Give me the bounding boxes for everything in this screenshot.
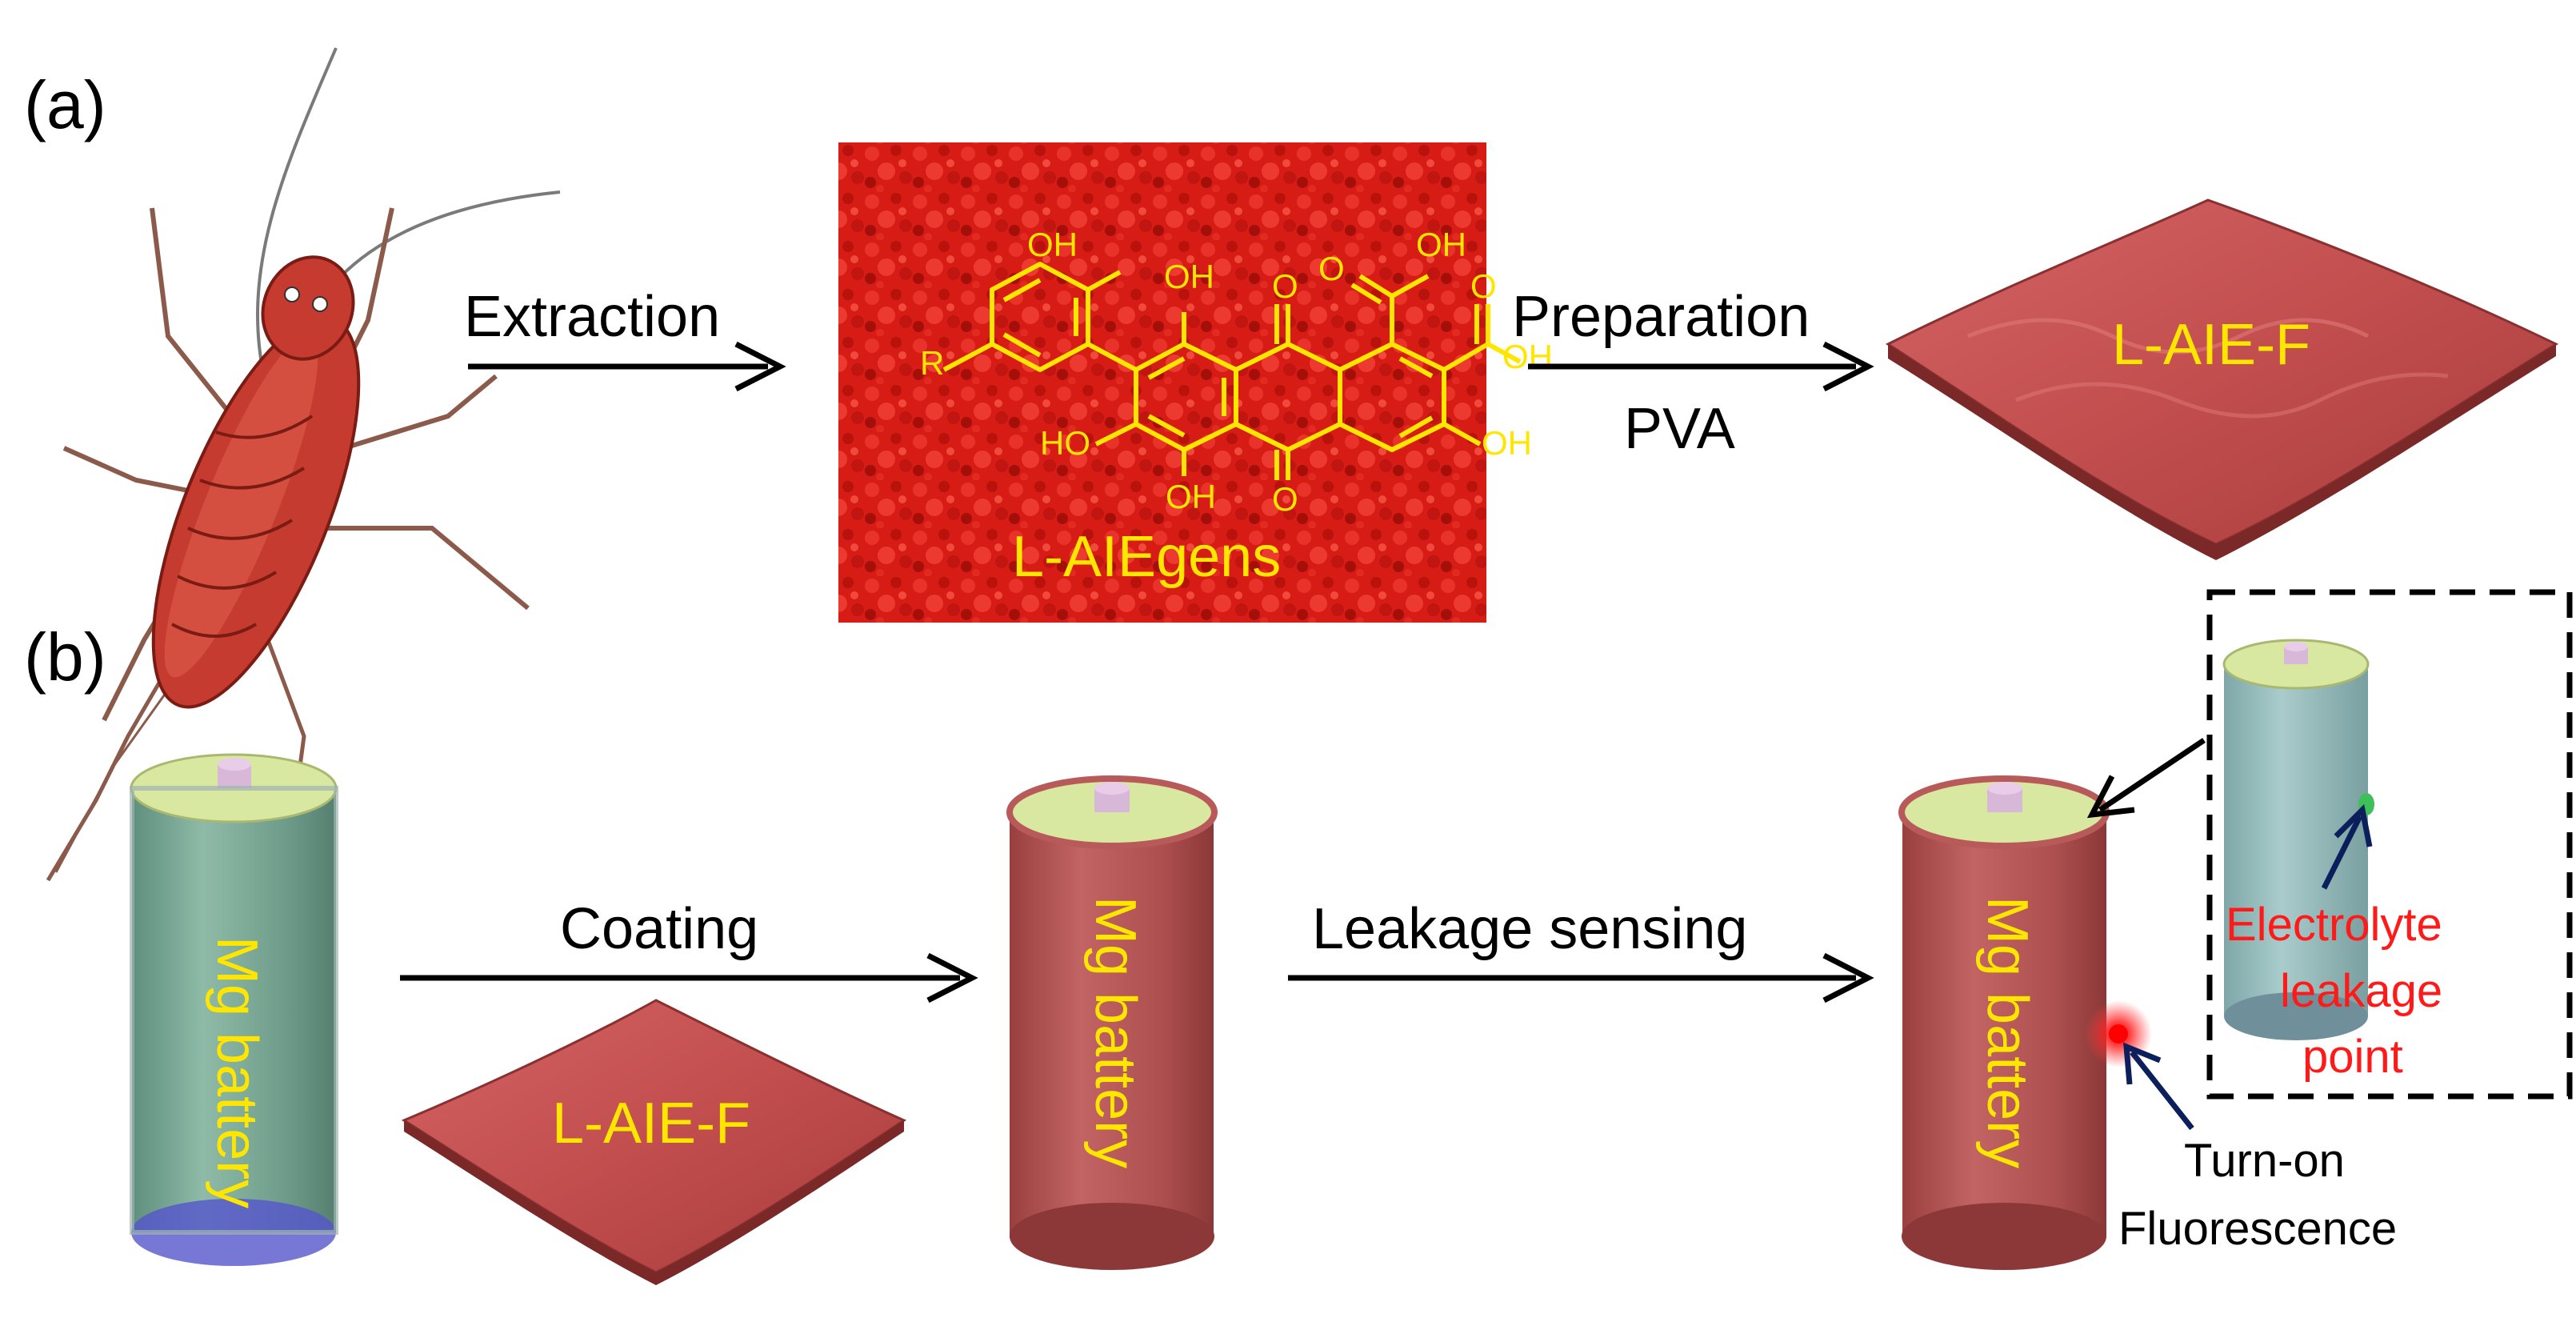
- molecule-o-4: O: [1470, 267, 1497, 305]
- turn-on-arrow: [2130, 1050, 2194, 1131]
- fluorescence-spot: [2109, 1024, 2128, 1044]
- turn-on-label-line2: Fluorescence: [2118, 1203, 2397, 1255]
- molecule-structure: [942, 262, 1522, 480]
- battery3-label: Mg battery: [1975, 896, 2039, 1168]
- film-label-a: L-AIE-F: [2112, 313, 2310, 377]
- battery-coated: [1006, 775, 1218, 1270]
- film-sheet-a: [1885, 198, 2559, 560]
- molecule-o-3: O: [1318, 250, 1345, 287]
- panel-b-label: (b): [24, 619, 106, 695]
- coating-label: Coating: [560, 897, 758, 961]
- leakage-sensing-arrowhead: [1822, 952, 1874, 1004]
- powder-caption: L-AIEgens: [1012, 525, 1281, 589]
- preparation-arrowhead: [1822, 341, 1874, 392]
- coating-arrowhead: [926, 952, 978, 1004]
- battery-sensing: [1898, 775, 2110, 1270]
- inset-box: [2206, 589, 2573, 1100]
- battery1-label: Mg battery: [205, 936, 269, 1208]
- inset-annotation-line3: point: [2302, 1031, 2403, 1083]
- film-label-b: L-AIE-F: [552, 1092, 750, 1156]
- molecule-oh-6: OH: [1482, 424, 1532, 462]
- extraction-label: Extraction: [464, 285, 720, 349]
- battery2-label: Mg battery: [1083, 896, 1147, 1168]
- leakage-point-arrowhead: [2334, 803, 2373, 847]
- molecule-oh-1: OH: [1027, 226, 1078, 263]
- molecule-o-1: O: [1272, 267, 1298, 305]
- inset-pointer-arrowhead: [2086, 775, 2135, 819]
- inset-pointer-arrow: [2098, 738, 2206, 812]
- molecule-r-group: R: [920, 344, 944, 382]
- leakage-sensing-label: Leakage sensing: [1312, 897, 1747, 961]
- cockroach-illustration: [46, 47, 561, 882]
- pva-label: PVA: [1624, 397, 1735, 461]
- molecule-oh-4: OH: [1416, 226, 1466, 263]
- film-sheet-b: [401, 999, 907, 1285]
- battery-green: [130, 753, 338, 1266]
- panel-a-label: (a): [24, 67, 106, 142]
- inset-battery: [2222, 639, 2374, 1040]
- preparation-label: Preparation: [1512, 285, 1810, 349]
- leakage-point-arrow: [2321, 815, 2363, 890]
- turn-on-label-line1: Turn-on: [2184, 1135, 2345, 1187]
- inset-annotation-line1: Electrolyte: [2226, 899, 2442, 951]
- inset-annotation-line2: leakage: [2280, 965, 2442, 1017]
- turn-on-arrowhead: [2123, 1042, 2162, 1085]
- molecule-ho-1: HO: [1040, 424, 1090, 462]
- extraction-arrowhead: [734, 341, 786, 392]
- red-powder-photo: [838, 142, 1486, 623]
- molecule-o-2: O: [1272, 480, 1298, 518]
- molecule-oh-3: OH: [1166, 478, 1216, 515]
- molecule-oh-2: OH: [1164, 258, 1214, 295]
